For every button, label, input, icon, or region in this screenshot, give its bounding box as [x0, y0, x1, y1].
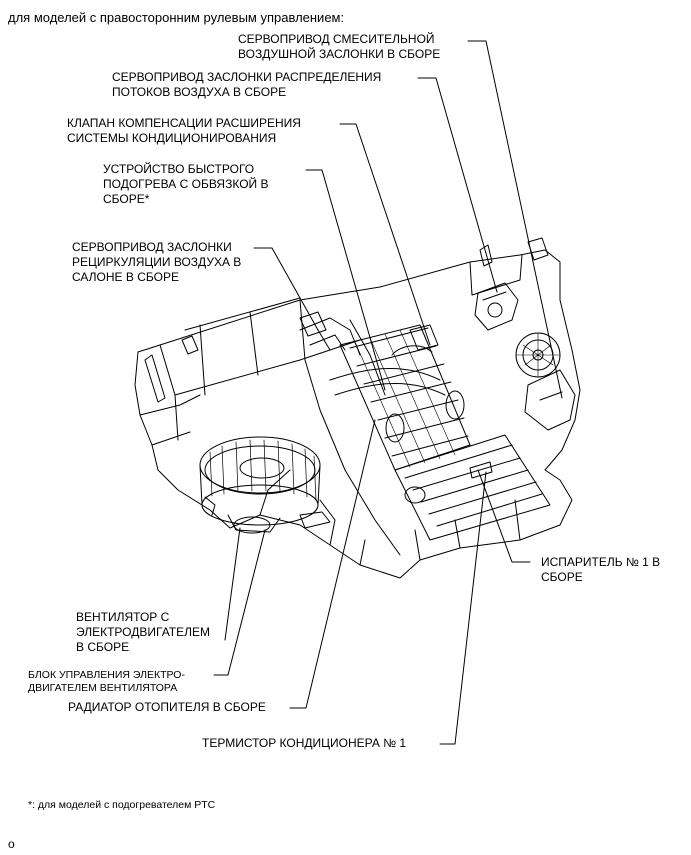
- leader-recirc-door-servo: [253, 247, 319, 331]
- leader-mode-door-servo: [417, 77, 498, 293]
- blend-door-servo-gear: [515, 332, 576, 431]
- piping: [299, 311, 446, 396]
- label-mode-door-servo: СЕРВОПРИВОД ЗАСЛОНКИ РАСПРЕДЕЛЕНИЯ ПОТОК…: [112, 70, 382, 99]
- leader-blend-door-servo: [467, 40, 563, 399]
- diagram-caption: для моделей с правосторонним рулевым упр…: [8, 10, 345, 25]
- label-blower-motor: ВЕНТИЛЯТОР С ЭЛЕКТРОДВИГАТЕЛЕМ В СБОРЕ: [76, 610, 210, 654]
- leader-lines: [213, 40, 563, 745]
- label-blower-controller: БЛОК УПРАВЛЕНИЯ ЭЛЕКТРО- ДВИГАТЕЛЕМ ВЕНТ…: [28, 669, 185, 694]
- mode-door-servo: [474, 282, 519, 331]
- evaporator: [394, 434, 551, 541]
- label-blend-door-servo: СЕРВОПРИВОД СМЕСИТЕЛЬНОЙ ВОЗДУШНОЙ ЗАСЛО…: [238, 32, 441, 61]
- label-heater-radiator: РАДИАТОР ОТОПИТЕЛЯ В СБОРЕ: [68, 700, 266, 714]
- leader-ac-thermistor: [439, 471, 487, 745]
- leader-blower-controller: [213, 529, 266, 676]
- label-expansion-valve: КЛАПАН КОМПЕНСАЦИИ РАСШИРЕНИЯ СИСТЕМЫ КО…: [67, 116, 301, 145]
- hvac-housing: [134, 237, 581, 579]
- leader-evaporator: [477, 469, 531, 563]
- footnote: *: для моделей с подогревателем PTC: [28, 799, 216, 811]
- corner-mark: o: [8, 837, 15, 851]
- label-recirc-door-servo: СЕРВОПРИВОД ЗАСЛОНКИ РЕЦИРКУЛЯЦИИ ВОЗДУХ…: [72, 240, 242, 284]
- label-evaporator: ИСПАРИТЕЛЬ № 1 В СБОРЕ: [541, 555, 661, 584]
- label-quick-heater: УСТРОЙСТВО БЫСТРОГО ПОДОГРЕВА С ОБВЯЗКОЙ…: [103, 162, 269, 206]
- leader-expansion-valve: [339, 123, 431, 346]
- blower-fan: [199, 436, 331, 534]
- leader-blower-motor: [224, 527, 241, 641]
- label-ac-thermistor: ТЕРМИСТОР КОНДИЦИОНЕРА № 1: [202, 736, 407, 750]
- leader-quick-heater: [305, 169, 386, 391]
- leader-heater-radiator: [289, 419, 376, 709]
- heater-core: [339, 324, 471, 471]
